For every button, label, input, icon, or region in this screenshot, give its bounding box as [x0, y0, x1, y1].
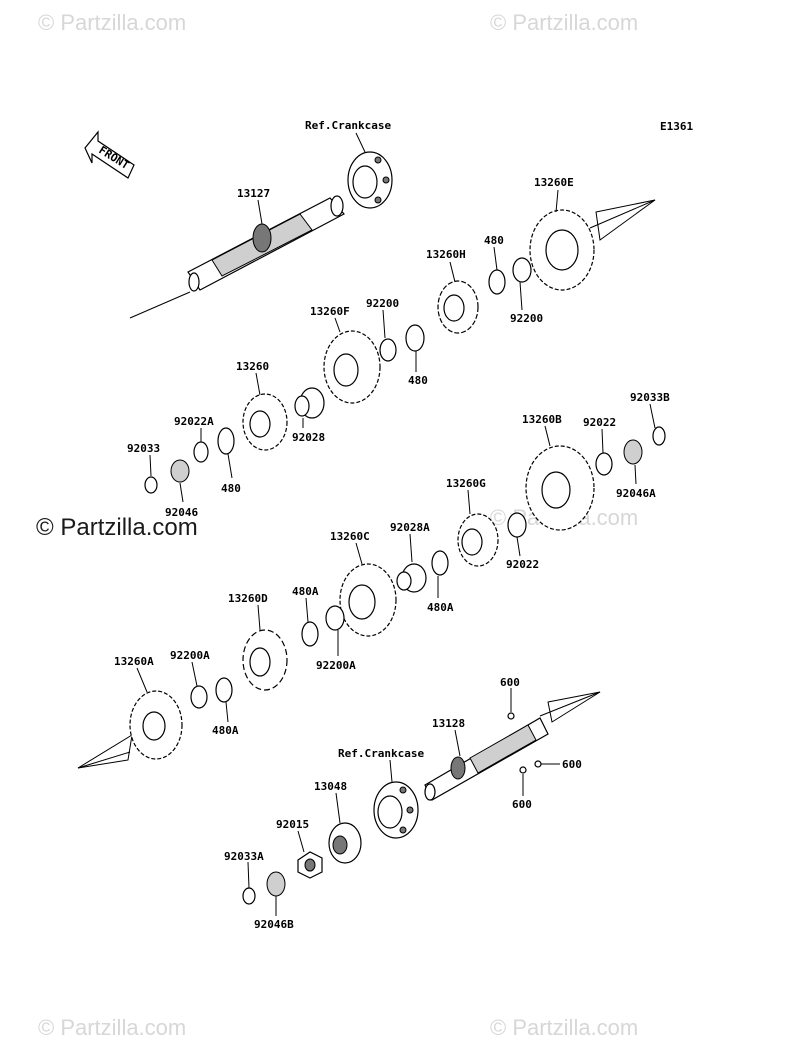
crankcase-bearing-bottom: [373, 781, 419, 839]
label-92046B: 92046B: [254, 918, 294, 931]
label-480A-b: 480A: [292, 585, 319, 598]
label-ref-crankcase-top: Ref.Crankcase: [305, 119, 391, 132]
watermark-mid-left: © Partzilla.com: [36, 514, 198, 541]
label-92028: 92028: [292, 431, 325, 444]
watermark-top-right: © Partzilla.com: [490, 10, 638, 35]
gear-13260F: [323, 330, 381, 404]
front-arrow-icon: FRONT: [84, 130, 135, 179]
sprocket-13048: [328, 822, 362, 864]
label-92022A: 92022A: [174, 415, 214, 428]
label-92200A-a: 92200A: [316, 659, 356, 672]
label-600-c: 600: [512, 798, 532, 811]
circlip-480-b: [405, 324, 425, 352]
label-13127: 13127: [237, 187, 270, 200]
collar-600-b: [534, 760, 542, 768]
gear-13260C: [339, 563, 397, 637]
washer-92200-b: [379, 338, 397, 362]
label-480A-c: 480A: [212, 724, 239, 737]
label-92022-b: 92022: [506, 558, 539, 571]
output-shaft-13128: [424, 691, 601, 801]
nut-92015: [297, 851, 323, 879]
label-13260H: 13260H: [426, 248, 466, 261]
label-92200-b: 92200: [510, 312, 543, 325]
label-13260G: 13260G: [446, 477, 486, 490]
countershaft-13127: [129, 195, 345, 319]
washer-92200-a: [512, 257, 532, 283]
bushing-92028A: [396, 563, 427, 593]
gear-13260B: [525, 445, 595, 531]
label-480-a: 480: [484, 234, 504, 247]
watermark-bottom-right: © Partzilla.com: [490, 1015, 638, 1040]
needle-bearing-92046: [170, 459, 190, 483]
collar-600-a: [507, 712, 515, 720]
label-92015: 92015: [276, 818, 309, 831]
label-92033A: 92033A: [224, 850, 264, 863]
label-480A-a: 480A: [427, 601, 454, 614]
label-13128: 13128: [432, 717, 465, 730]
label-13260D: 13260D: [228, 592, 268, 605]
label-600-a: 600: [500, 676, 520, 689]
label-92046A: 92046A: [616, 487, 656, 500]
label-92033B: 92033B: [630, 391, 670, 404]
crankcase-bearing-top: [347, 151, 393, 209]
label-13260A: 13260A: [114, 655, 154, 668]
label-ref-crankcase-bottom: Ref.Crankcase: [338, 747, 424, 760]
washer-92200A-a: [325, 605, 345, 631]
label-92028A: 92028A: [390, 521, 430, 534]
washer-92022A: [193, 441, 209, 463]
watermark-top-left: © Partzilla.com: [38, 10, 186, 35]
gear-13260: [242, 393, 288, 451]
label-13260F: 13260F: [310, 305, 350, 318]
circlip-92033: [144, 476, 158, 494]
label-13260E: 13260E: [534, 176, 574, 189]
circlip-480A-a: [431, 550, 449, 576]
label-480-b: 480: [408, 374, 428, 387]
label-92022-a: 92022: [583, 416, 616, 429]
label-92200A-b: 92200A: [170, 649, 210, 662]
diagram-code: E1361: [660, 120, 693, 133]
bushing-92028: [294, 387, 325, 419]
label-13260C: 13260C: [330, 530, 370, 543]
label-480-c: 480: [221, 482, 241, 495]
watermark-bottom-left: © Partzilla.com: [38, 1015, 186, 1040]
label-13260B: 13260B: [522, 413, 562, 426]
circlip-480-c: [217, 427, 235, 455]
label-92033: 92033: [127, 442, 160, 455]
gear-13260G: [457, 513, 499, 567]
needle-bearing-92046A: [623, 439, 643, 465]
washer-92022-b: [507, 512, 527, 538]
gear-13260D: [242, 629, 288, 691]
label-13260: 13260: [236, 360, 269, 373]
needle-bearing-92046B: [266, 871, 286, 897]
gear-13260E: [529, 199, 656, 291]
circlip-480A-b: [301, 621, 319, 647]
label-92200-a: 92200: [366, 297, 399, 310]
gear-13260H: [437, 280, 479, 334]
circlip-92033A: [242, 887, 256, 905]
washer-92200A-b: [190, 685, 208, 709]
part-labels: Ref.Crankcase 13127 13260E 480 13260H 92…: [114, 119, 670, 931]
leader-lines: [136, 189, 656, 916]
washer-92022-a: [595, 452, 613, 476]
gear-13260A: [77, 690, 183, 769]
circlip-480A-c: [215, 677, 233, 703]
label-92046: 92046: [165, 506, 198, 519]
circlip-480-a: [488, 269, 506, 295]
collar-600-c: [519, 766, 527, 774]
circlip-92033B: [652, 426, 666, 446]
label-600-b: 600: [562, 758, 582, 771]
label-13048: 13048: [314, 780, 347, 793]
